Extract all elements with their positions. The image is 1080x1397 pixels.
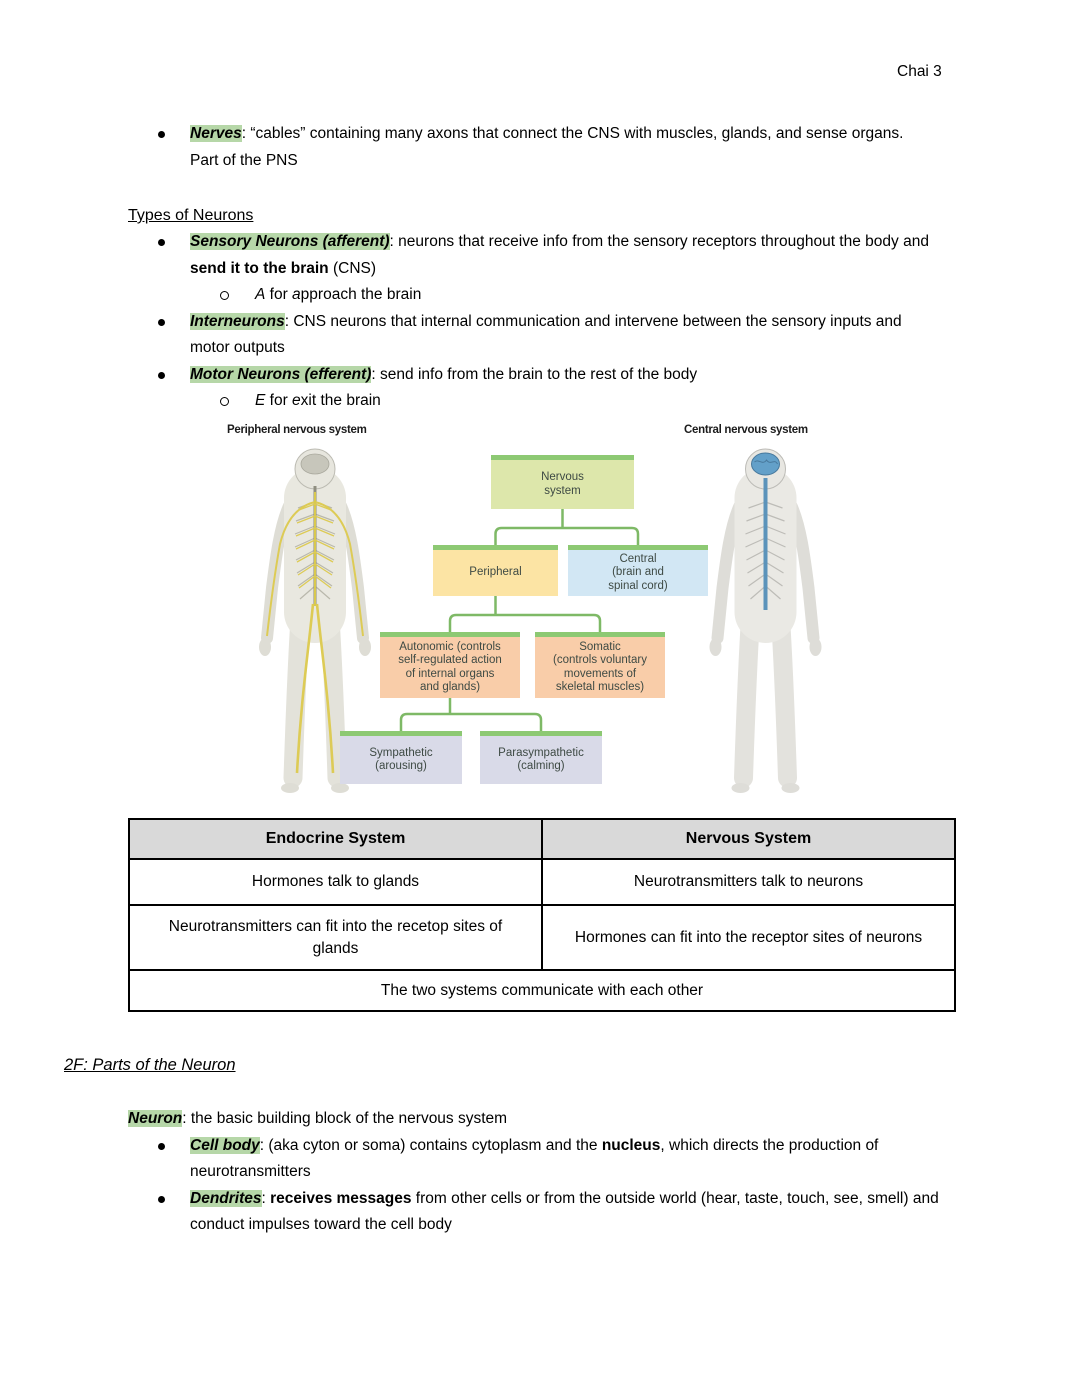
cell-body-bullet: Cell body: (aka cyton or soma) contains … xyxy=(128,1133,940,1186)
term-nerves: Nerves xyxy=(190,125,242,142)
cell-hormones-neurons: Hormones can fit into the receptor sites… xyxy=(541,904,956,971)
table-footer-row: The two systems communicate with each ot… xyxy=(128,969,956,1012)
separator: : xyxy=(389,233,399,250)
term-neuron: Neuron xyxy=(128,1110,183,1127)
node-central: Central (brain and spinal cord) xyxy=(568,545,708,596)
hollow-bullet-icon xyxy=(220,291,229,300)
mnemonic-rest: xit the brain xyxy=(300,392,381,409)
neuron-definition: Neuron: the basic building block of the … xyxy=(128,1106,940,1133)
cell-hormones-glands: Hormones talk to glands xyxy=(128,858,543,906)
cns-body-figure xyxy=(709,448,822,793)
mnemonic-letter: E xyxy=(255,392,266,409)
top-text-block: Nerves: “cables” containing many axons t… xyxy=(128,121,934,415)
interneurons-definition: CNS neurons that internal communication … xyxy=(190,312,902,357)
dendrites-definition-bold: receives messages xyxy=(270,1189,412,1207)
term-sensory-neurons: Sensory Neurons (afferent) xyxy=(190,233,390,250)
bullet-icon xyxy=(158,131,165,138)
bullet-icon xyxy=(158,1195,165,1203)
table-header-row: Endocrine System Nervous System xyxy=(128,818,956,860)
mnemonic-letter2: e xyxy=(292,392,301,409)
cell-neurotransmitters-glands: Neurotransmitters can fit into the recet… xyxy=(128,904,543,971)
cell-neurotransmitters-neurons: Neurotransmitters talk to neurons xyxy=(541,858,956,906)
bullet-icon xyxy=(158,1142,165,1150)
separator: : xyxy=(259,1136,269,1154)
separator: : xyxy=(371,365,381,383)
motor-definition: send info from the brain to the rest of … xyxy=(380,365,698,383)
types-of-neurons-heading: Types of Neurons xyxy=(128,207,254,224)
mnemonic-mid: for xyxy=(265,286,293,303)
node-somatic: Somatic (controls voluntary movements of… xyxy=(535,632,665,698)
cns-label: Central nervous system xyxy=(684,424,808,436)
cell-body-definition-post: , which directs the production of neurot… xyxy=(190,1136,879,1181)
term-dendrites: Dendrites xyxy=(190,1189,262,1207)
neuron-definition-text: the basic building block of the nervous … xyxy=(190,1110,508,1127)
node-peripheral: Peripheral xyxy=(433,545,558,596)
pns-label: Peripheral nervous system xyxy=(227,424,367,436)
nerves-bullet: Nerves: “cables” containing many axons t… xyxy=(128,121,934,174)
mnemonic-rest: pproach the brain xyxy=(300,286,422,303)
sensory-definition-post: (CNS) xyxy=(328,259,377,277)
term-motor-neurons: Motor Neurons (efferent) xyxy=(190,365,372,383)
interneurons-bullet: Interneurons: CNS neurons that internal … xyxy=(128,309,934,362)
dendrites-definition-post: from other cells or from the outside wor… xyxy=(190,1189,939,1234)
term-cell-body: Cell body xyxy=(190,1136,260,1154)
sensory-definition-pre: neurons that receive info from the senso… xyxy=(398,233,929,250)
hollow-bullet-icon xyxy=(220,397,229,406)
sensory-neurons-bullet: Sensory Neurons (afferent): neurons that… xyxy=(128,229,934,282)
sensory-definition-bold: send it to the brain xyxy=(190,259,329,277)
nervous-system-diagram: Peripheral nervous system Central nervou… xyxy=(0,418,1080,802)
term-interneurons: Interneurons xyxy=(190,312,285,330)
bullet-icon xyxy=(158,239,165,246)
cell-systems-communicate: The two systems communicate with each ot… xyxy=(128,969,956,1012)
parts-of-neuron-section: 2F: Parts of the Neuron Neuron: the basi… xyxy=(64,1052,970,1239)
motor-neurons-bullet: Motor Neurons (efferent): send info from… xyxy=(128,362,934,389)
separator: : xyxy=(241,125,251,142)
motor-mnemonic-bullet: E for exit the brain xyxy=(128,388,934,415)
sensory-mnemonic-bullet: A for approach the brain xyxy=(128,282,934,309)
node-sympathetic: Sympathetic (arousing) xyxy=(340,731,462,784)
cell-body-definition-pre: (aka cyton or soma) contains cytoplasm a… xyxy=(268,1136,602,1154)
page-number: Chai 3 xyxy=(897,63,942,80)
dendrites-bullet: Dendrites: receives messages from other … xyxy=(128,1186,940,1239)
bullet-icon xyxy=(158,318,165,326)
mnemonic-letter2: a xyxy=(292,286,301,303)
node-autonomic: Autonomic (controls self-regulated actio… xyxy=(380,632,520,698)
nerves-definition: “cables” containing many axons that conn… xyxy=(190,125,904,169)
pns-body-figure xyxy=(259,448,371,793)
cell-body-definition-bold: nucleus xyxy=(601,1136,661,1154)
endocrine-nervous-comparison-table: Endocrine System Nervous System Hormones… xyxy=(128,818,956,1012)
separator: : xyxy=(182,1110,191,1127)
bullet-icon xyxy=(158,371,165,379)
separator: : xyxy=(261,1189,271,1207)
flowchart-connectors xyxy=(399,509,640,731)
table-row: Hormones talk to glands Neurotransmitter… xyxy=(128,858,956,906)
node-parasympathetic: Parasympathetic (calming) xyxy=(480,731,602,784)
parts-of-neuron-heading: 2F: Parts of the Neuron xyxy=(64,1056,236,1074)
header-endocrine-system: Endocrine System xyxy=(128,818,543,860)
table-row: Neurotransmitters can fit into the recet… xyxy=(128,904,956,971)
separator: : xyxy=(284,312,294,330)
mnemonic-mid: for xyxy=(265,392,293,409)
header-nervous-system: Nervous System xyxy=(541,818,956,860)
node-nervous-system: Nervous system xyxy=(491,455,634,509)
mnemonic-letter: A xyxy=(255,286,266,303)
